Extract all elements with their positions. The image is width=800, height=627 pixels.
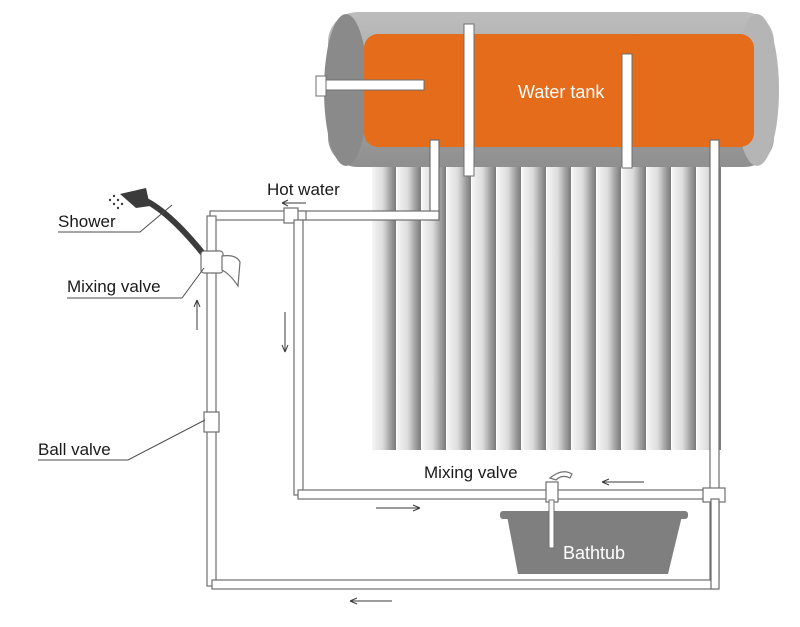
bathtub-rim [500,511,688,519]
flow-arrow-icon [376,504,421,512]
vacuum-tube [397,162,421,450]
mixing-valve-handle [221,255,241,288]
vacuum-tube [572,162,596,450]
bathtub-label: Bathtub [563,543,625,563]
mixing-valve-icon [545,481,559,503]
tank-water-body [364,34,754,147]
tee-joint-top [283,207,299,224]
bathtub-assembly: Bathtub [500,471,688,574]
vacuum-tube [472,162,496,450]
flow-arrow-icon [349,597,392,605]
shower-label: Shower [58,212,116,231]
ball-valve-body [203,411,220,433]
tank-support-rod-2 [621,53,633,169]
pipe-network [203,139,726,590]
hot-water-label: Hot water [267,180,340,199]
mixing-valve-handle [548,471,573,481]
shower-leader [58,204,173,233]
shower-head-icon [120,188,150,208]
flow-arrow-icon [193,299,201,330]
vacuum-tube [522,162,546,450]
mixing-valve-top-leader [67,267,205,299]
leader-lines [38,204,206,461]
flow-arrow-icon [601,478,644,486]
faucet-spout [548,499,555,549]
ball-valve-leader [38,419,206,461]
vacuum-tube [597,162,621,450]
water-tank: Water tank [315,12,779,177]
tank-support-rod-1 [463,23,475,177]
mixing-valve-bottom-label: Mixing valve [424,463,518,482]
vacuum-tube [447,162,471,450]
bottom-return-pipe [211,579,719,590]
labels: Hot water Shower Mixing valve Ball valve… [38,180,518,482]
hot-outlet-pipe-horizontal [299,210,440,221]
vacuum-tubes [372,162,721,450]
tank-inlet-pipe [325,79,425,91]
mixing-valve-top-label: Mixing valve [67,277,161,296]
shower-assembly [108,188,241,288]
vacuum-tube [672,162,696,450]
vacuum-tube [497,162,521,450]
tank-inlet-cap [315,75,327,97]
vacuum-tube [622,162,646,450]
flow-arrow-icon [281,312,289,353]
lower-right-pipe [710,498,720,590]
middle-vertical-pipe [293,219,304,496]
ball-valve-label: Ball valve [38,440,111,459]
mixing-valve-icon [200,250,224,274]
flow-arrow-icon [281,199,306,207]
shower-spray-dots [108,194,124,210]
vacuum-tube [372,162,396,450]
hot-outlet-pipe-vertical [429,139,440,221]
flow-arrows [193,199,644,605]
vacuum-tube [647,162,671,450]
bathtub-feed-pipe [297,489,719,500]
vacuum-tube [547,162,571,450]
water-tank-label: Water tank [518,82,605,102]
